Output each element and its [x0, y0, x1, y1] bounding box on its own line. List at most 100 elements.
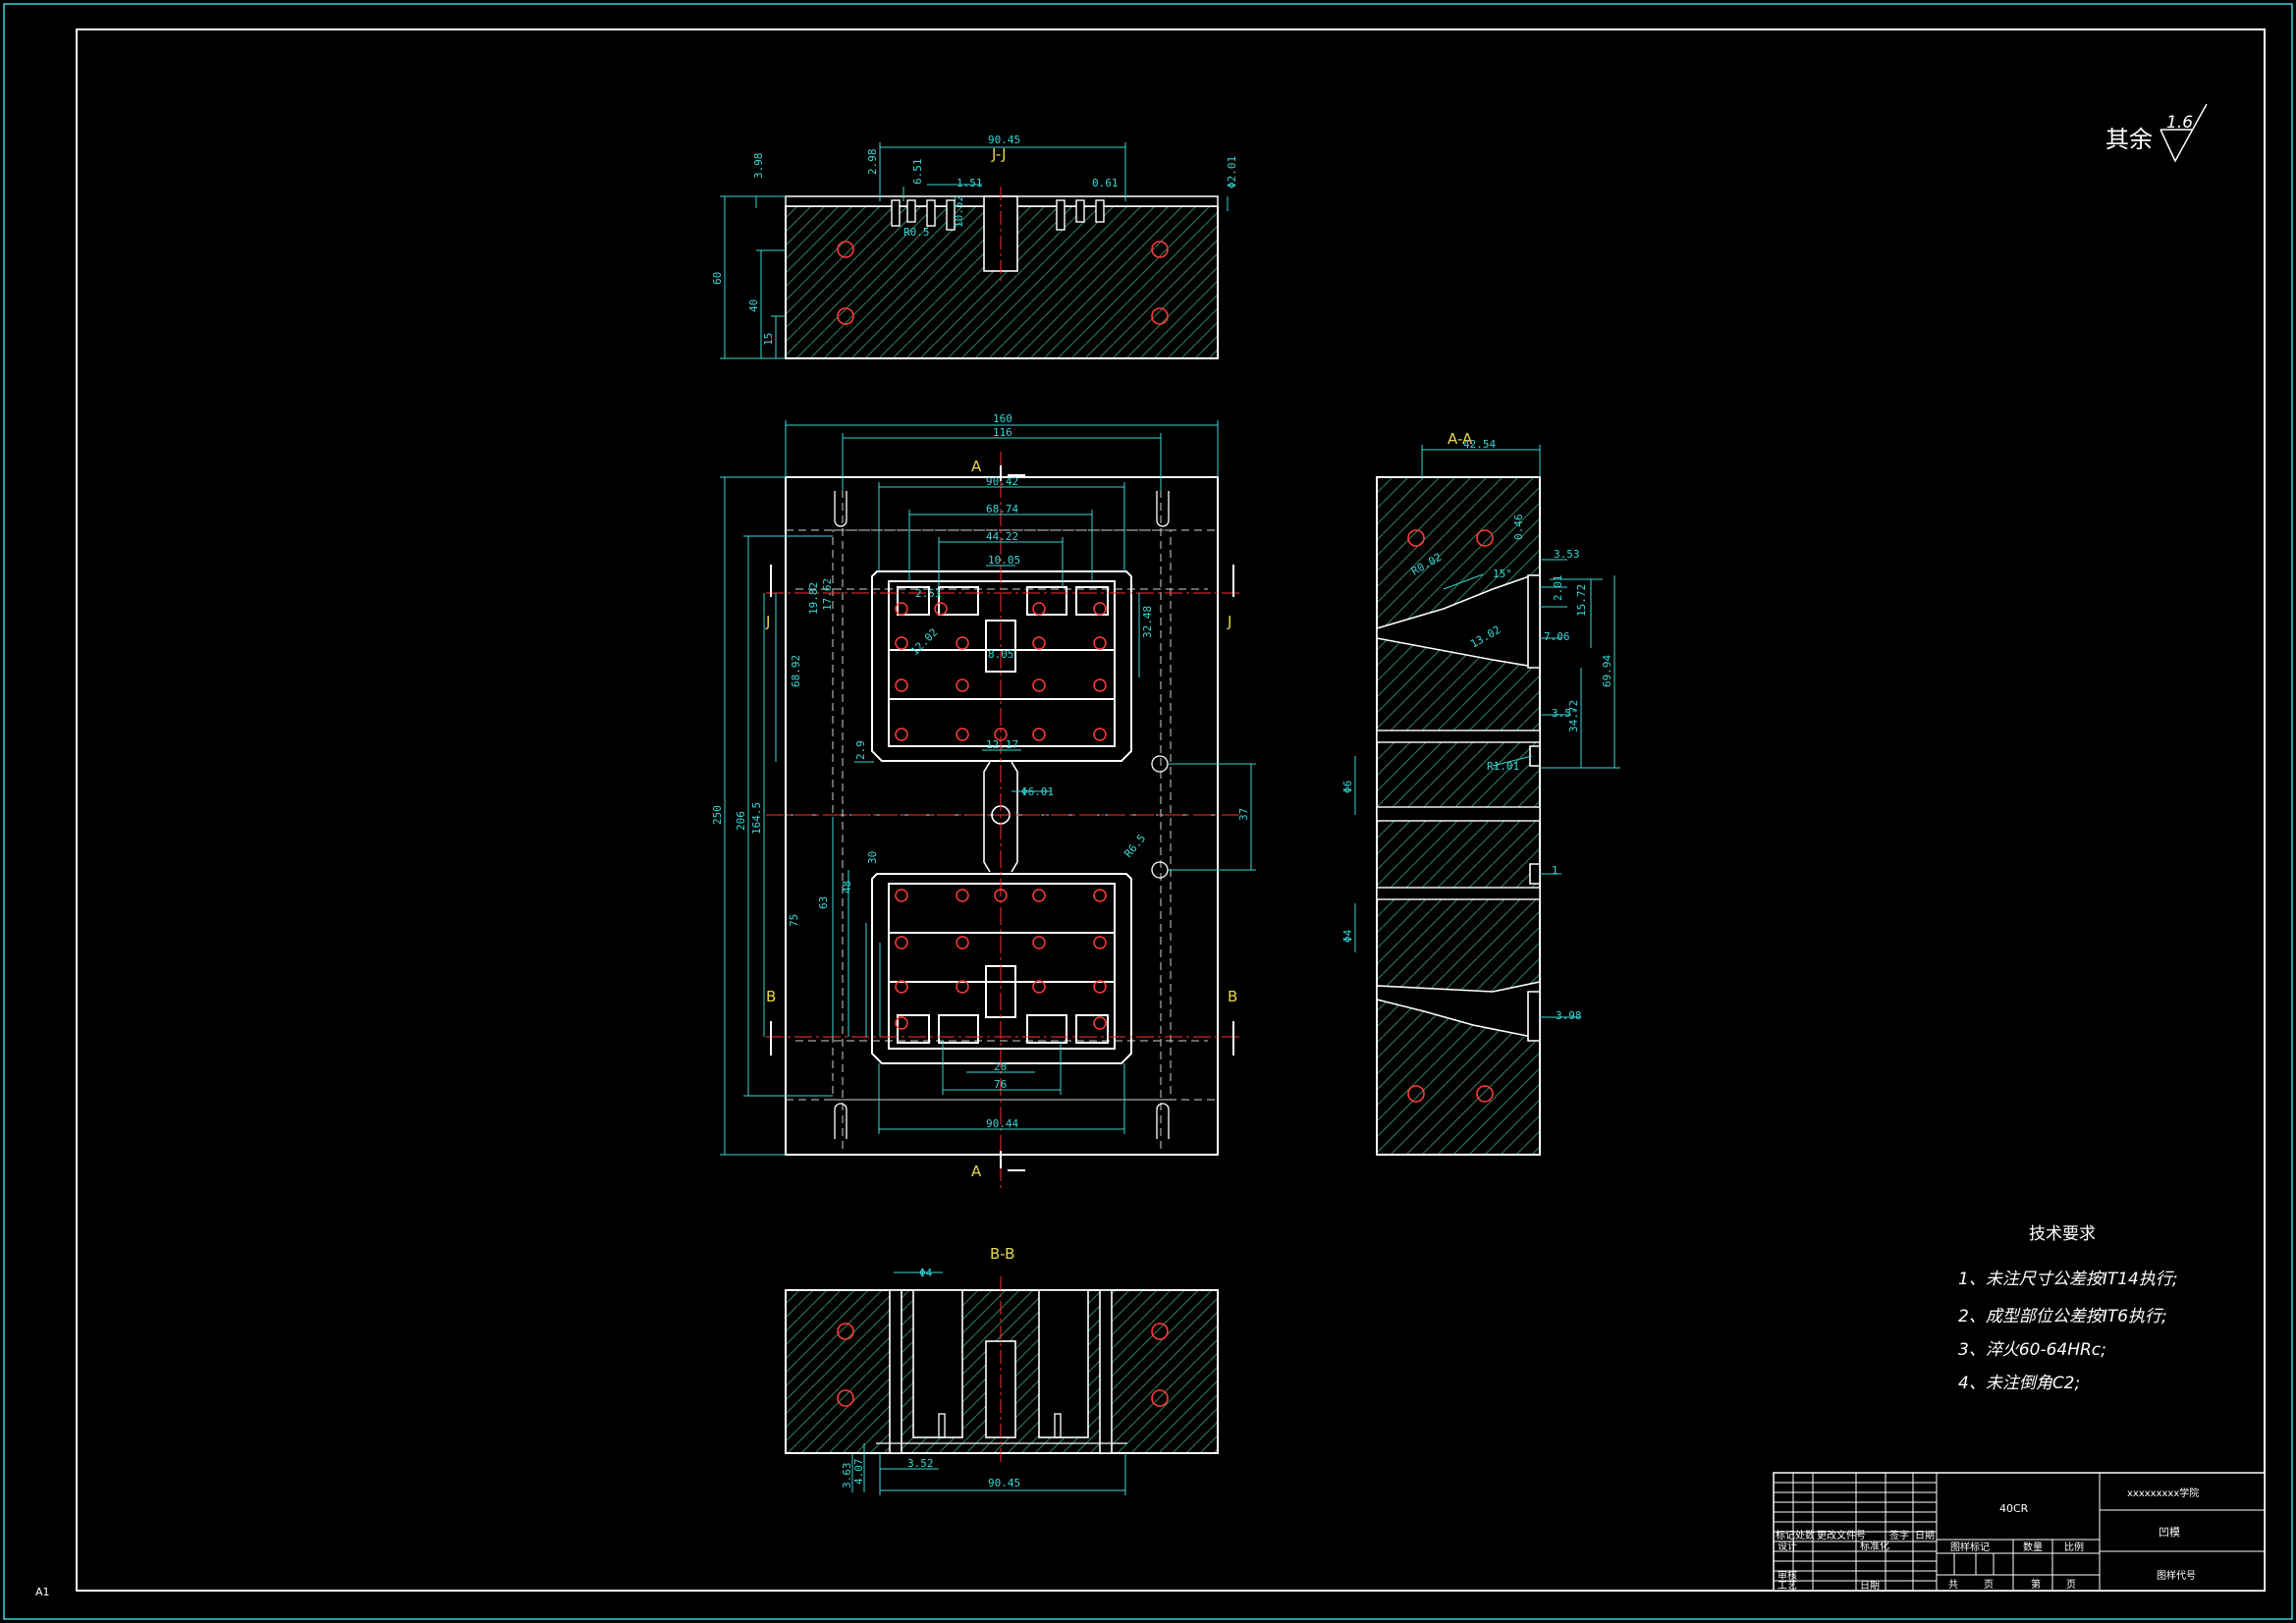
aa-dim-7: 15° — [1493, 568, 1512, 580]
tb-mid-3: 比例 — [2064, 1541, 2084, 1553]
plan-dim-11: 32.48 — [1141, 606, 1154, 638]
plan-dim-23: 48 — [841, 881, 853, 893]
aa-dim-17: 3.98 — [1556, 1009, 1582, 1022]
plan-dim-20: 37 — [1237, 808, 1250, 821]
jj-dim-2: 3.98 — [752, 153, 765, 180]
aa-title: A-A — [1448, 430, 1473, 448]
tech-req-item-2: 2、成型部位公差按IT6执行; — [1958, 1307, 2167, 1326]
tb-header-4: 签字 — [1889, 1529, 1909, 1542]
plan-dim-8: 19.82 — [807, 582, 820, 615]
jj-dim-3: 2.98 — [866, 149, 879, 176]
view-jj-section: J-J 90.45 3.98 2.98 6.51 1.51 0.61 R0.5 … — [711, 134, 1238, 359]
aa-dim-12: 3.5° — [1552, 707, 1578, 720]
plan-dim-13: 68.92 — [790, 655, 802, 687]
bb-dim-1: Φ4 — [919, 1267, 933, 1279]
aa-dim-14: Φ6 — [1341, 781, 1354, 793]
jj-dim-5: 1.51 — [957, 177, 983, 189]
view-aa-section: A-A 42.54 0.46 3.53 2.01 15.72 R0.02 15°… — [1341, 430, 1620, 1156]
plan-dim-1: 160 — [993, 412, 1012, 425]
tb-header-1: 标记 — [1776, 1530, 1795, 1542]
plan-dim-26: 28 — [994, 1060, 1007, 1073]
tb-material: 40CR — [1999, 1502, 2029, 1515]
tb-row-process: 工艺 — [1777, 1580, 1797, 1592]
plan-dim-28: 90.44 — [986, 1117, 1018, 1130]
plan-dim-14: 250 — [711, 805, 724, 825]
plan-dim-22: 30 — [866, 851, 879, 864]
roughness-prefix: 其余 — [2105, 126, 2153, 153]
tb-bottom-1: 共 — [1948, 1579, 1958, 1591]
aa-dim-15: Φ4 — [1341, 929, 1354, 943]
aa-dim-10: 69.94 — [1601, 655, 1613, 687]
plan-dim-9: 17.62 — [821, 578, 834, 611]
plan-dim-6: 10.05 — [988, 554, 1020, 567]
tb-header-3: 更改文件号 — [1817, 1529, 1866, 1542]
roughness-value: 1.6 — [2166, 113, 2193, 133]
view-bb-section: B-B Φ4 3.52 90.45 3.63 4.07 — [785, 1245, 1219, 1495]
tb-bottom-4: 页 — [2066, 1579, 2076, 1591]
plan-dim-24: 63 — [817, 896, 830, 909]
aa-dim-3: 3.53 — [1554, 548, 1580, 561]
plan-dim-27: 76 — [994, 1078, 1007, 1091]
tb-header-2: 处数 — [1795, 1529, 1815, 1542]
jj-dim-1: 90.45 — [988, 134, 1020, 146]
tb-mid-1: 图样标记 — [1950, 1541, 1990, 1553]
plan-dim-21: R6.5 — [1121, 832, 1148, 860]
title-block: 标记 处数 更改文件号 签字 日期 设计 标准化 审核 工艺 日期 40CR 图… — [1773, 1472, 2266, 1592]
plan-dim-25: 75 — [788, 914, 800, 927]
bb-dim-5: 4.07 — [852, 1459, 865, 1486]
jj-dim-12: 15 — [762, 333, 775, 346]
tb-row-std: 标准化 — [1860, 1540, 1889, 1552]
tb-bottom-2: 页 — [1984, 1579, 1994, 1591]
plan-dim-4: 68.74 — [986, 503, 1018, 515]
jj-dim-10: 60 — [711, 272, 724, 285]
technical-requirements: 技术要求 1、未注尺寸公差按IT14执行; 2、成型部位公差按IT6执行; 3、… — [1958, 1224, 2178, 1393]
tb-row-design: 设计 — [1777, 1540, 1797, 1552]
section-label-a-bottom: A — [971, 1163, 982, 1180]
section-label-a-top: A — [971, 458, 982, 475]
plan-dim-3: 90.42 — [986, 475, 1018, 488]
bb-title: B-B — [990, 1245, 1014, 1263]
jj-title: J-J — [991, 145, 1007, 163]
tb-school: xxxxxxxxx学院 — [2127, 1487, 2199, 1499]
section-label-b-right: B — [1228, 988, 1237, 1005]
aa-dim-11: 34.72 — [1567, 700, 1580, 732]
bb-dim-2: 3.52 — [907, 1457, 934, 1470]
plan-dim-12: 8.05 — [988, 648, 1014, 661]
tech-req-item-1: 1、未注尺寸公差按IT14执行; — [1958, 1270, 2178, 1289]
plan-dim-10: 12.02 — [908, 626, 941, 659]
jj-dim-6: 0.61 — [1092, 177, 1119, 189]
plan-dim-2: 116 — [993, 426, 1012, 439]
sheet-size-label: A1 — [35, 1586, 50, 1598]
plan-dim-16: 164.5 — [750, 802, 763, 835]
roughness-symbol: 其余 1.6 — [2105, 103, 2208, 163]
jj-dim-9: Φ2.01 — [1226, 156, 1238, 189]
bb-dim-3: 90.45 — [988, 1477, 1020, 1489]
view-plan: A A J J B B 160 116 90.42 68.74 44.22 10… — [711, 412, 1256, 1188]
tb-drawing-no: 图样代号 — [2157, 1569, 2196, 1582]
plan-dim-5: 44.22 — [986, 530, 1018, 543]
tb-part-name: 凹模 — [2159, 1526, 2180, 1539]
inner-border — [76, 28, 2266, 1592]
plan-dim-18: 12.17 — [986, 738, 1018, 751]
tb-mid-2: 数量 — [2023, 1541, 2043, 1553]
tech-req-item-4: 4、未注倒角C2; — [1958, 1374, 2080, 1393]
plan-dim-7: 2.51 — [915, 587, 942, 600]
jj-dim-8: 10.52 — [953, 195, 965, 228]
aa-dim-2: 0.46 — [1512, 514, 1525, 541]
section-label-j-right: J — [1227, 613, 1231, 630]
tech-req-title: 技术要求 — [2029, 1224, 2096, 1244]
aa-dim-9: 7.06 — [1544, 630, 1570, 643]
plan-dim-15: 206 — [735, 811, 747, 831]
tb-row-date: 日期 — [1860, 1580, 1880, 1592]
jj-dim-4: 6.51 — [911, 159, 924, 186]
tb-row-review: 审核 — [1777, 1569, 1797, 1582]
bb-dim-4: 3.63 — [841, 1463, 853, 1489]
plan-dim-17: 2.9 — [854, 740, 867, 760]
section-label-j-left: J — [765, 613, 770, 630]
plan-dim-19: Φ6.01 — [1021, 785, 1054, 798]
tb-bottom-3: 第 — [2031, 1578, 2041, 1591]
aa-dim-5: 15.72 — [1575, 584, 1588, 617]
jj-dim-7: R0.5 — [903, 226, 930, 239]
plan-plate — [785, 476, 1219, 1156]
